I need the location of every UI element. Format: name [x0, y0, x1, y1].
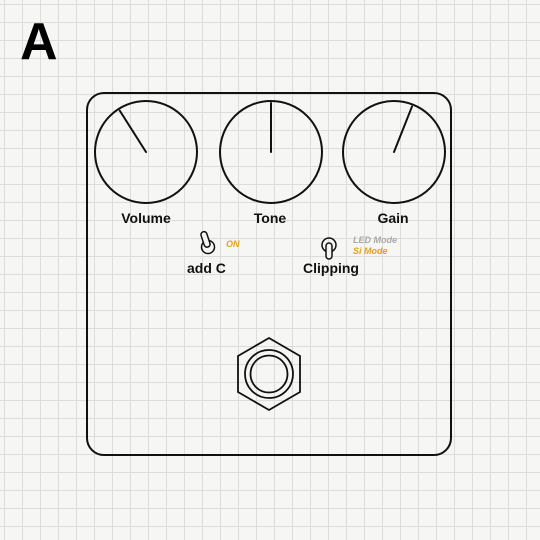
clipping-label: Clipping	[303, 260, 359, 276]
footswitch[interactable]	[234, 336, 304, 412]
add-c-label: add C	[187, 260, 226, 276]
clipping-option-si: Si Mode	[353, 246, 388, 256]
add-c-toggle-switch[interactable]	[200, 229, 216, 255]
volume-label: Volume	[121, 210, 171, 226]
add-c-state-on: ON	[226, 239, 240, 249]
volume-knob[interactable]	[93, 99, 199, 205]
volume-knob-icon	[94, 100, 198, 204]
gain-label: Gain	[377, 210, 409, 226]
panel-letter: A	[20, 13, 58, 71]
tone-knob-icon	[219, 100, 323, 204]
gain-knob-icon	[342, 100, 446, 204]
gain-knob[interactable]	[341, 99, 447, 205]
clipping-toggle-switch[interactable]	[320, 234, 338, 260]
tone-label: Tone	[253, 210, 287, 226]
footswitch-icon	[237, 336, 301, 412]
tone-knob[interactable]	[218, 99, 324, 205]
toggle-switch-icon	[321, 237, 337, 260]
clipping-option-led: LED Mode	[353, 235, 397, 245]
pedal-enclosure	[86, 92, 452, 456]
toggle-switch-icon	[200, 230, 216, 255]
